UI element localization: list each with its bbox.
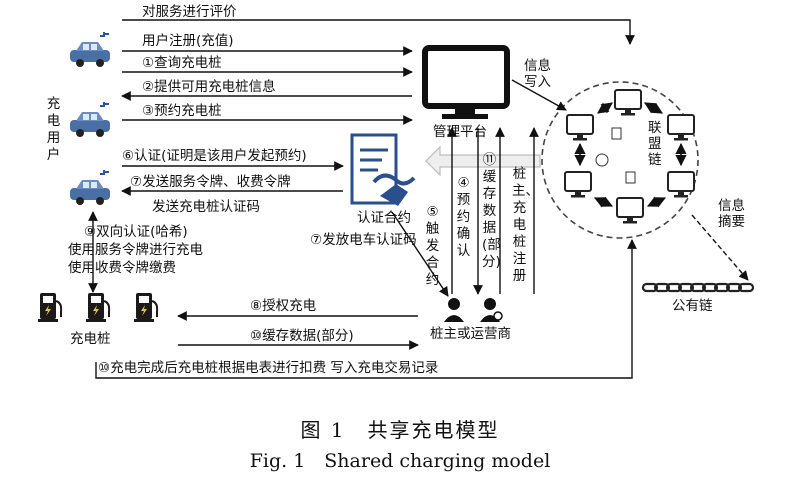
- flow-label-confirm-reserve: ④预约确认: [456, 175, 471, 259]
- car-icon: [69, 169, 111, 206]
- node-label-pile-owner: 桩主或运营商: [430, 326, 511, 342]
- flow-label-send-cert: 发送充电桩认证码: [152, 199, 260, 215]
- car-icon: [69, 101, 111, 138]
- flow-label-use-service-token: 使用服务令牌进行充电: [68, 242, 203, 258]
- flow-label-query: ①查询充电桩: [142, 55, 222, 71]
- node-label-smart-contract: 认证合约: [357, 210, 411, 226]
- flow-label-info-summary: 信息摘要: [718, 198, 745, 230]
- flow-label-info-write: 信息写入: [524, 58, 551, 90]
- node-label-charging-pile: 充电桩: [70, 331, 111, 347]
- flow-label-reserve: ③预约充电桩: [142, 103, 222, 119]
- node-label-management-platform: 管理平台: [433, 124, 487, 140]
- flow-label-cache-partial: ⑪缓存数据(部分): [482, 152, 501, 270]
- flow-label-finish: ⑩充电完成后充电桩根据电表进行扣费 写入充电交易记录: [98, 360, 439, 376]
- charging-pile-icon: [37, 292, 63, 323]
- caption-english: Fig. 1 Shared charging model: [249, 450, 551, 472]
- node-label-consortium-chain: 联盟链: [648, 120, 662, 168]
- node-label-public-chain: 公有链: [672, 298, 713, 314]
- caption-chinese: 图 1 共享充电模型: [300, 418, 500, 442]
- car-icon: [69, 31, 111, 68]
- hollow-arrow: [425, 145, 541, 177]
- flow-label-mutual-auth: ⑨双向认证(哈希): [84, 224, 188, 240]
- flow-label-cache-data: ⑩缓存数据(部分): [250, 328, 354, 344]
- flow-label-register: 用户注册(充值): [142, 33, 234, 49]
- person-icon: [444, 298, 503, 322]
- node-label-charging-user: 充电用户: [46, 96, 61, 163]
- public-chain-graphic: [641, 282, 755, 293]
- flow-label-evaluate: 对服务进行评价: [142, 4, 237, 20]
- flow-label-authorize: ⑧授权充电: [250, 298, 317, 314]
- contract-icon: [350, 133, 416, 206]
- flow-label-tokens: ⑦发送服务令牌、收费令牌: [130, 174, 291, 190]
- flow-label-issue-car-cert: ⑦发放电车认证码: [310, 232, 417, 248]
- consortium-chain-graphic: [541, 81, 699, 239]
- flow-label-trigger-contract: ⑤触发合约: [425, 204, 440, 288]
- flow-label-use-fee-token: 使用收费令牌缴费: [68, 260, 176, 276]
- flow-label-auth: ⑥认证(证明是该用户发起预约): [122, 148, 307, 164]
- flow-label-provide-info: ②提供可用充电桩信息: [142, 79, 276, 95]
- charging-pile-icon: [85, 292, 111, 323]
- flow-label-pile-register: 桩主、充电桩注册: [512, 166, 539, 284]
- charging-pile-icon: [133, 292, 159, 323]
- monitor-icon: [422, 45, 510, 119]
